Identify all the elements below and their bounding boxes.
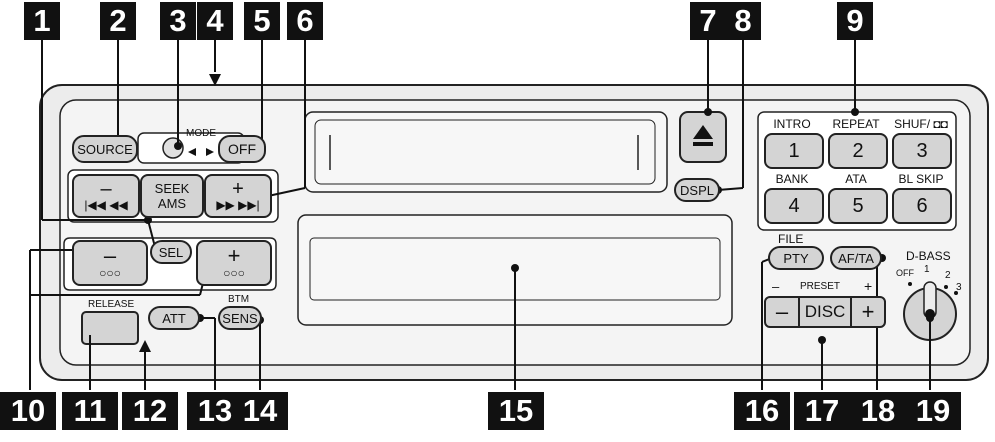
mode-label: MODE	[186, 128, 216, 139]
callout-11: 11	[62, 392, 118, 430]
eject-triangle	[693, 125, 713, 139]
callout-18: 18	[850, 392, 906, 430]
dbass-level-2: 2	[945, 270, 951, 281]
callout-15: 15	[488, 392, 544, 430]
af-ta-button[interactable]: AF/TA	[830, 246, 882, 270]
seek-minus-button[interactable]: – |◀◀ ◀◀	[72, 174, 140, 218]
volume-minus-sign: –	[103, 243, 117, 268]
dbass-level-1: 1	[924, 264, 930, 275]
dbass-label: D-BASS	[906, 249, 951, 263]
preset-1-button[interactable]: 1	[764, 133, 824, 169]
volume-minus-button[interactable]: – ○○○	[72, 240, 148, 286]
callout-6: 6	[287, 2, 323, 40]
callout-7: 7	[690, 2, 726, 40]
preset-6-label: BL SKIP	[898, 172, 944, 186]
seek-prev-icon: |◀◀ ◀◀	[84, 198, 128, 212]
callout-9: 9	[837, 2, 873, 40]
disc-plus-button[interactable]: +	[850, 296, 886, 328]
eject-button[interactable]	[680, 112, 726, 162]
volume-plus-button[interactable]: + ○○○	[196, 240, 272, 286]
preset-6-button[interactable]: 6	[892, 188, 952, 224]
seek-ams-button[interactable]: SEEK AMS	[140, 174, 204, 218]
seek-next-icon: ▶▶ ▶▶|	[216, 198, 260, 212]
dbass-level-3: 3	[956, 282, 962, 293]
source-button[interactable]: SOURCE	[72, 135, 138, 163]
callout-17: 17	[794, 392, 850, 430]
callout-3: 3	[160, 2, 196, 40]
callout-19: 19	[905, 392, 961, 430]
seek-minus-sign: –	[100, 178, 112, 200]
preset-plus-label: +	[864, 278, 873, 294]
release-frame	[81, 311, 139, 345]
preset-4-button[interactable]: 4	[764, 188, 824, 224]
arrow-down-4	[209, 74, 221, 86]
callout-10: 10	[0, 392, 56, 430]
preset-2-label: REPEAT	[832, 117, 880, 131]
preset-1-label: INTRO	[773, 117, 811, 131]
callout-2: 2	[100, 2, 136, 40]
sel-button[interactable]: SEL	[150, 240, 192, 264]
volume-minus-dots: ○○○	[99, 266, 121, 280]
arrow-up-12	[139, 340, 151, 352]
preset-label: PRESET	[800, 281, 841, 292]
preset-minus-label: –	[772, 279, 780, 294]
callout-12: 12	[122, 392, 178, 430]
ams-label: AMS	[157, 196, 187, 211]
seek-label: SEEK	[154, 181, 190, 196]
pty-button[interactable]: PTY	[768, 246, 824, 270]
volume-plus-dots: ○○○	[223, 266, 245, 280]
sens-button[interactable]: SENS	[218, 306, 262, 330]
preset-4-label: BANK	[775, 172, 809, 186]
preset-3-label: SHUF/ ◘◘	[894, 117, 948, 131]
disc-slot	[304, 111, 668, 193]
preset-5-button[interactable]: 5	[828, 188, 888, 224]
disc-button[interactable]: DISC	[798, 296, 852, 328]
seek-plus-sign: +	[232, 178, 244, 200]
off-button[interactable]: OFF	[218, 135, 266, 163]
preset-3-button[interactable]: 3	[892, 133, 952, 169]
disc-minus-button[interactable]: –	[764, 296, 800, 328]
dspl-button[interactable]: DSPL	[674, 178, 720, 202]
release-button[interactable]	[82, 312, 138, 344]
file-label: FILE	[778, 232, 804, 246]
preset-5-label: ATA	[845, 172, 867, 186]
att-button[interactable]: ATT	[148, 306, 200, 330]
dbass-off-label: OFF	[896, 268, 914, 278]
callout-5: 5	[244, 2, 280, 40]
disc-slot-inner	[314, 119, 656, 185]
btm-label: BTM	[228, 294, 250, 305]
callout-8: 8	[725, 2, 761, 40]
seek-plus-button[interactable]: + ▶▶ ▶▶|	[204, 174, 272, 218]
callout-16: 16	[734, 392, 790, 430]
volume-plus-sign: +	[227, 243, 241, 268]
mode-arrows	[188, 148, 196, 156]
callout-4: 4	[197, 2, 233, 40]
callout-1: 1	[24, 2, 60, 40]
preset-2-button[interactable]: 2	[828, 133, 888, 169]
release-label: RELEASE	[88, 299, 135, 310]
callout-14: 14	[232, 392, 288, 430]
dbass-dial-control[interactable]	[904, 288, 956, 340]
